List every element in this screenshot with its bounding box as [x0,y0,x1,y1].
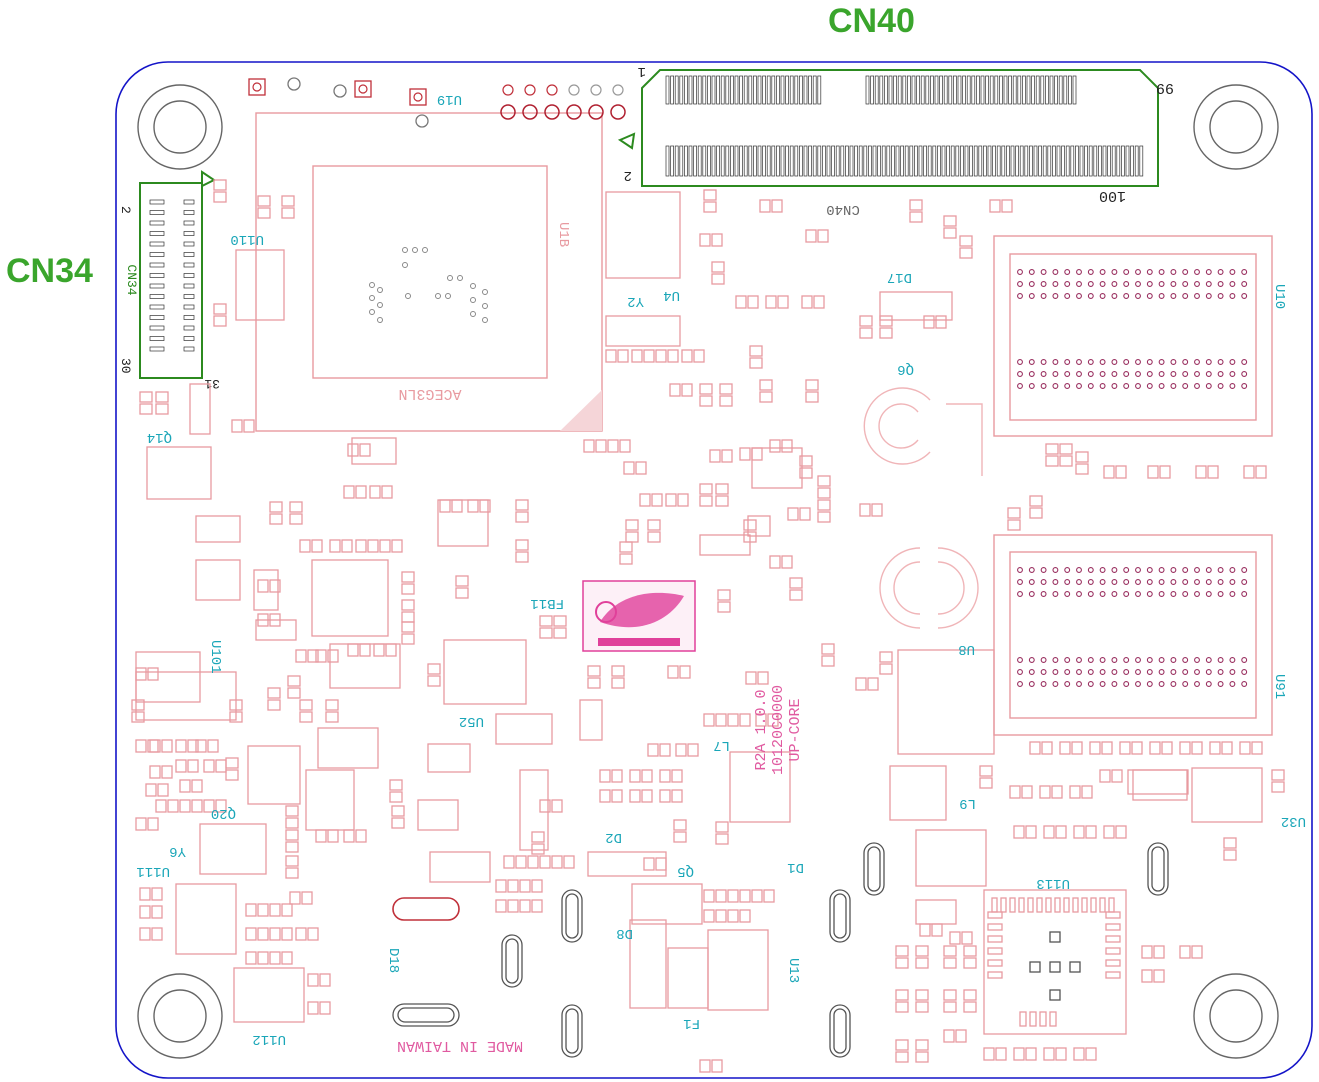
ref-d17: D17 [887,269,912,285]
ref-fb11: FB11 [530,595,564,611]
ref-q20: Q20 [211,805,236,821]
ref-u4: U4 [663,287,680,303]
memory-footprint-u91 [993,534,1273,736]
ref-u32: U32 [1281,813,1306,829]
u10-label: U10 [1271,284,1287,309]
ref-u13: U13 [785,958,801,983]
board-slot-red [392,897,460,921]
soc-label: ACEG3LN [398,385,461,402]
ref-labels: U19 U110 Y2 U4 D17 Q6 Q14 U101 U52 FB11 … [136,91,1306,1047]
memory-footprint-u10 [993,235,1273,437]
ref-d18: D18 [385,948,401,973]
cn40-pin-2: 2 [624,167,632,183]
ref-u52: U52 [459,713,484,729]
ref-u113: U113 [1036,875,1070,891]
ref-y6: Y6 [169,843,186,859]
cn40-silk-label: CN40 [826,201,860,217]
cn34-pin-31: 31 [204,376,220,391]
ref-d2: D2 [605,829,622,845]
ref-q6: Q6 [897,361,914,377]
ref-u101: U101 [207,640,223,674]
board-slots [392,842,1169,1058]
ref-u110: U110 [230,231,264,247]
u1b-label: U1B [555,222,571,247]
cn34-silk-label: CN34 [124,264,139,295]
ref-u112: U112 [252,1031,286,1047]
board-rev-text: R2A 1.0.0 [753,689,770,770]
soc-footprint [255,112,603,432]
ref-y2: Y2 [627,293,644,309]
component-pads [131,77,1285,1073]
cn40-pins [665,75,1144,177]
board-code-text: 10120C0000 [770,685,787,775]
cn40-connector [617,69,1159,187]
board-outline [115,61,1313,1079]
cn34-connector [139,170,216,379]
cn34-callout: CN34 [6,252,93,290]
cn40-pin-99: 99 [1156,79,1174,96]
board-name-text: UP-CORE [787,698,804,761]
cn34-pin-30: 30 [118,358,133,374]
memory-ball-grid [1017,269,1248,687]
cn34-pin-2: 2 [118,206,133,214]
cn40-pin-1: 1 [638,63,646,79]
brand-logo [582,580,696,652]
ref-d1: D1 [787,859,804,875]
ref-d8: D8 [616,925,633,941]
cn40-pin-100: 100 [1099,187,1126,204]
ref-u19: U19 [437,91,462,107]
ref-f1: F1 [683,1015,700,1031]
ref-l9: L9 [959,795,976,811]
soc-vias [369,247,488,323]
ref-u8: U8 [958,641,975,657]
ref-l7: L7 [713,737,730,753]
cn40-callout: CN40 [828,2,915,40]
ref-q14: Q14 [147,429,172,445]
made-in-text: MADE IN TAIWAN [397,1037,523,1054]
mounting-holes [137,84,1279,1059]
cn34-pins [149,199,195,352]
ref-q5: Q5 [677,863,694,879]
u91-label: U91 [1271,674,1287,699]
fc-logo-silk [863,387,983,629]
ref-u111: U111 [136,863,170,879]
